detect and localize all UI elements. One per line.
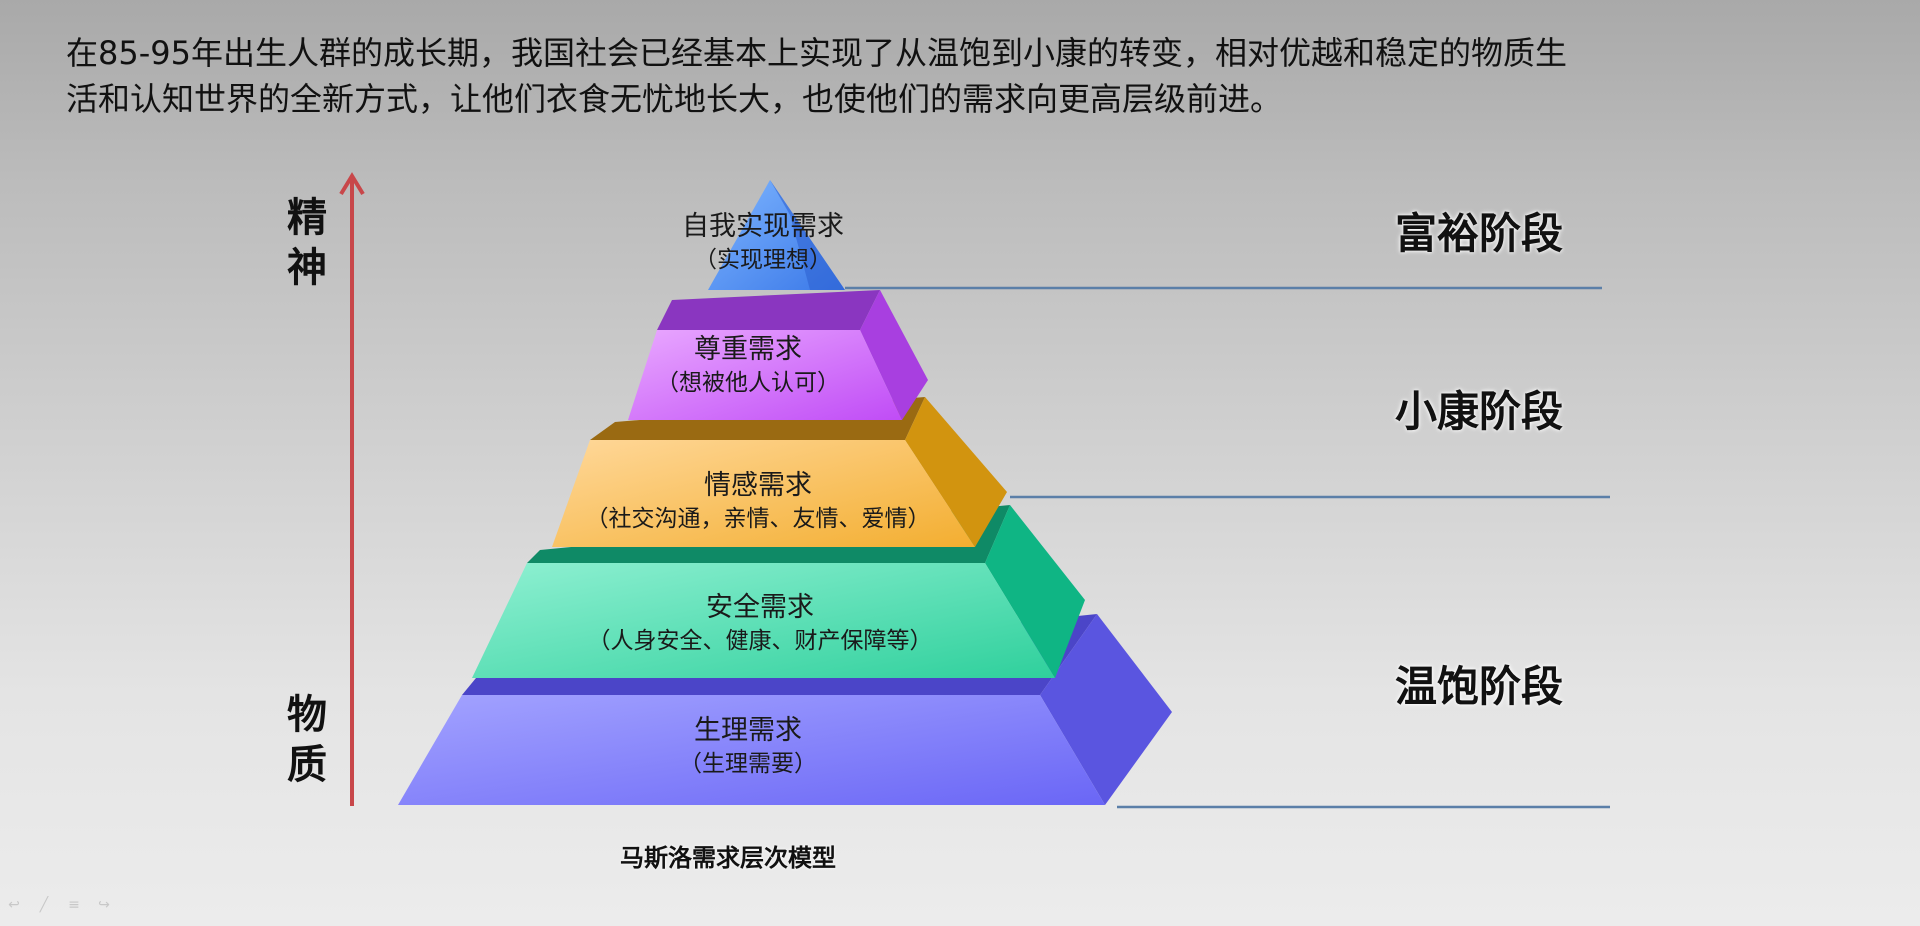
menu-icon[interactable]: ≡ [68,897,80,913]
axis-char: 精 [287,195,327,241]
intro-line-1: 在85-95年出生人群的成长期，我国社会已经基本上实现了从温饱到小康的转变，相对… [66,34,1567,72]
stage-label-subsistence: 温饱阶段 [1395,662,1564,711]
axis-char: 物 [287,692,327,738]
pyramid-layer-esteem [628,290,928,420]
diagram-caption: 马斯洛需求层次模型 [620,844,836,872]
layer-subtitle: （实现理想） [694,247,832,273]
layer-label-belonging: 情感需求 （社交沟通，亲情、友情、爱情） [586,469,931,535]
layer-title: 生理需求 [694,715,802,746]
layer-label-self-actualization: 自我实现需求 （实现理想） [682,210,844,276]
pyramid-layer-self-actualization [708,180,845,290]
axis-char: 质 [287,742,327,788]
arrow-up-icon [339,172,365,808]
layer-title: 情感需求 [704,470,812,501]
intro-line-2: 活和认知世界的全新方式，让他们衣食无忧地长大，也使他们的需求向更高层级前进。 [66,80,1283,118]
layer-label-physiological: 生理需求 （生理需要） [679,714,817,780]
forward-arrow-icon[interactable]: ↪ [98,897,110,913]
layer-subtitle: （社交沟通，亲情、友情、爱情） [585,506,931,532]
layer-subtitle: （想被他人认可） [656,370,840,396]
intro-paragraph: 在85-95年出生人群的成长期，我国社会已经基本上实现了从温饱到小康的转变，相对… [66,30,1846,122]
layer-title: 自我实现需求 [682,211,844,242]
pen-icon[interactable]: ╱ [39,897,49,913]
layer-title: 安全需求 [706,592,814,623]
axis-label-spirit: 精 神 [282,193,332,293]
stage-dividers [845,286,1610,809]
layer-subtitle: （人身安全、健康、财产保障等） [587,628,933,654]
layer-label-safety: 安全需求 （人身安全、健康、财产保障等） [588,591,933,657]
stage-label-wealthy: 富裕阶段 [1395,209,1564,258]
layer-title: 尊重需求 [694,334,802,365]
axis-char: 神 [287,245,327,291]
slide-toolbar: ↩ ╱ ≡ ↪ [6,897,112,913]
layer-subtitle: （生理需要） [679,751,817,777]
stage-label-moderately-prosperous: 小康阶段 [1395,387,1564,436]
layer-label-esteem: 尊重需求 （想被他人认可） [656,333,840,399]
axis-label-material: 物 质 [282,690,332,790]
back-arrow-icon[interactable]: ↩ [8,897,20,913]
